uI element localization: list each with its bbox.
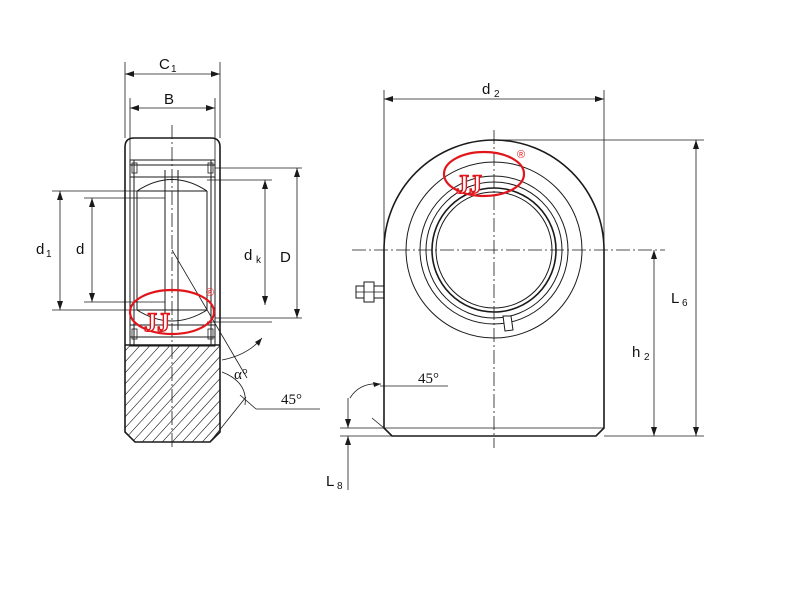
b-label: B [164,91,174,108]
brand-logo-right: JJ ® [442,149,525,200]
L8-subscript: 8 [337,481,343,492]
d2-label: d [482,81,490,98]
h2-label: h [632,344,640,361]
outer-ring [129,159,216,347]
c1-label: C [159,56,170,73]
h2-subscript: 2 [644,352,650,363]
dk-subscript: k [256,255,262,266]
L6-subscript: 6 [682,298,688,309]
svg-text:®: ® [517,149,525,161]
d-label: d [76,241,84,258]
svg-text:JJ: JJ [144,308,170,337]
dk-label: d [244,247,252,264]
L6-label: L [671,290,679,307]
housing-outline [124,137,221,443]
c1-subscript: 1 [171,64,177,75]
front-view: d 2 L 6 h 2 45° L 8 JJ ® [326,81,704,492]
rod-end-body [383,139,605,437]
d2-subscript: 2 [494,89,500,100]
d1-label: d [36,241,44,258]
ball-bottom [136,309,208,322]
brand-logo-left: JJ ® [128,287,216,338]
svg-text:®: ® [206,287,214,299]
angle-right-label: 45° [418,371,439,387]
D-label: D [280,249,291,266]
section-view: C 1 B d 1 d d k D [36,56,320,450]
tilt-line [171,249,248,379]
L8-label: L [326,473,334,490]
angle-left-label: 45° [281,392,302,408]
svg-text:JJ: JJ [456,170,482,199]
grease-nipple [355,281,385,303]
housing-hatching [125,345,220,442]
d1-subscript: 1 [46,249,52,260]
alpha-label: α° [234,367,248,383]
